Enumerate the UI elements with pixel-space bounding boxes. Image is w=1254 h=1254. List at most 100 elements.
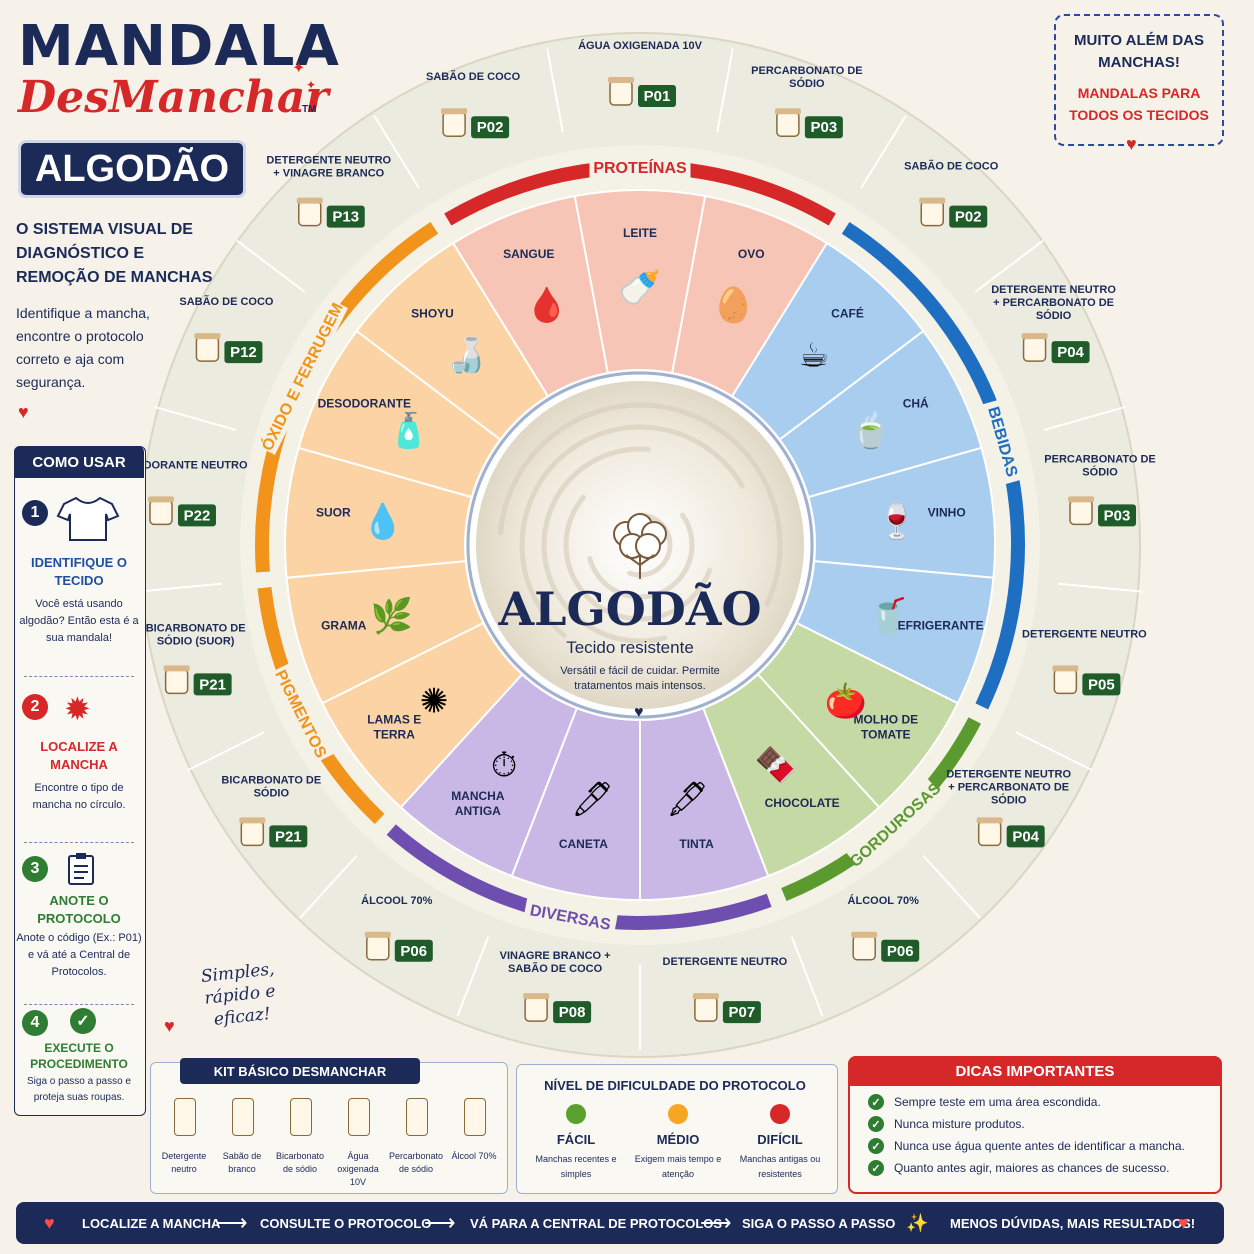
germ-icon: ✹ — [64, 691, 91, 727]
product-bottle-icon — [232, 1098, 254, 1136]
stain-label-line: VINHO — [928, 506, 966, 520]
product-jar-icon — [164, 668, 189, 695]
kit-title: KIT BÁSICO DESMANCHAR — [180, 1058, 420, 1084]
protocol-label: ÁLCOOL 70% — [848, 894, 920, 907]
product-lid — [692, 993, 719, 1000]
step-title: LOCALIZE A MANCHA — [40, 739, 118, 772]
footer-step: LOCALIZE A MANCHA — [82, 1215, 221, 1231]
stain-label-line: CAFÉ — [831, 305, 864, 320]
protocol-label: SABÃO DE COCO — [426, 70, 521, 83]
kit-panel — [150, 1062, 508, 1194]
stain-icon: 🌿 — [371, 597, 413, 637]
stain-label-line: GRAMA — [321, 618, 367, 632]
protocol-code-badge — [638, 85, 676, 107]
product-jar-icon — [1053, 668, 1078, 695]
stain-label: SANGUE — [503, 247, 554, 261]
protocol-code-badge — [804, 116, 843, 139]
protocol-label-line: SABÃO DE COCO — [426, 70, 521, 83]
stain-icon: 🍼 — [619, 268, 661, 308]
stain-label-line: DESODORANTE — [318, 397, 411, 411]
product-jar-icon — [977, 820, 1002, 847]
protocol-label-line: ÁLCOOL 70% — [848, 894, 920, 907]
heart-icon: ♥ — [1126, 134, 1137, 154]
stain-icon: ⏱ — [491, 745, 518, 785]
protocol-code: P04 — [1057, 344, 1084, 361]
stain-label-line: SUOR — [316, 506, 351, 520]
difficulty-dot — [668, 1104, 688, 1124]
protocol-code-badge — [224, 341, 263, 364]
tip-item: ✓Quanto antes agir, maiores as chances d… — [868, 1160, 1170, 1176]
protocol-code-badge — [177, 504, 216, 527]
stain-icon: 🍷 — [876, 502, 918, 542]
clipboard-icon — [68, 853, 94, 885]
step-desc: Siga o passo a passo e proteja suas roup… — [27, 1076, 131, 1103]
protocol-label-line: VINAGRE BRANCO + — [500, 950, 611, 962]
check-icon: ✓ — [868, 1138, 884, 1154]
protocol-label: DETERGENTE NEUTRO+ VINAGRE BRANCO — [266, 155, 391, 180]
product-lid — [608, 77, 634, 83]
kit-item-label: Álcool 70% — [451, 1151, 497, 1161]
stain-label: LEITE — [623, 226, 657, 240]
product-lid — [1021, 333, 1048, 340]
step-number: 3 — [22, 856, 48, 882]
stain-label-line: SHOYU — [411, 306, 454, 320]
protocol-label-line: + PERCARBONATO DE — [993, 297, 1114, 309]
protocol-code: P21 — [275, 828, 302, 845]
protocol-code-badge — [471, 116, 510, 139]
product-lid — [976, 817, 1003, 824]
difficulty-name: DIFÍCIL — [757, 1132, 803, 1147]
product-lid — [296, 197, 323, 204]
protocol-code: P03 — [811, 119, 838, 136]
step-number: 4 — [22, 1010, 48, 1036]
protocol-divider — [1043, 405, 1126, 432]
protocol-label-line: PERCARBONATO DE — [1044, 453, 1155, 465]
product-bottle-icon — [290, 1098, 312, 1136]
category-label-bg — [589, 156, 691, 178]
fabric-fold — [563, 494, 713, 622]
protocol-label: DETERGENTE NEUTRO — [663, 956, 788, 968]
arrow-right-icon: ⟶ — [424, 1210, 456, 1235]
top-right-line2: MANDALAS PARA TODOS OS TECIDOS — [1069, 85, 1209, 123]
kit-item-label: Detergente neutro — [161, 1151, 207, 1174]
protocol-code: P04 — [1012, 828, 1039, 845]
protocol-divider — [922, 854, 981, 919]
stain-label-line: CANETA — [559, 837, 608, 851]
product-lid — [523, 993, 550, 1000]
heart-icon: ♥ — [634, 704, 644, 721]
title-desmanchar: DesManchar — [18, 72, 329, 123]
protocol-code: P07 — [729, 1004, 756, 1021]
protocol-divider — [1058, 582, 1143, 593]
protocol-code-badge — [326, 205, 365, 228]
protocol-label-line: ÁGUA OXIGENADA 10V — [578, 39, 703, 52]
protocol-code-badge — [722, 1001, 761, 1024]
product-jar-icon — [1022, 336, 1047, 362]
product-jar-icon — [149, 499, 173, 526]
protocol-code-badge — [269, 825, 308, 848]
stain-label-line: REFRIGERANTE — [889, 618, 984, 632]
protocol-label-line: SÓDIO — [254, 786, 290, 799]
protocol-code-badge — [881, 939, 920, 962]
center-title: ALGODÃO — [498, 582, 762, 636]
step-number: 1 — [22, 500, 48, 526]
footer-bar — [16, 1202, 1224, 1244]
fabric-fold — [627, 512, 673, 578]
stain-label: SHOYU — [411, 306, 454, 320]
difficulty-dot — [770, 1104, 790, 1124]
stain-label-line: LAMAS E — [367, 713, 421, 727]
protocol-label-line: DETERGENTE NEUTRO — [663, 956, 788, 968]
stain-icon: 🩸 — [526, 285, 568, 325]
intro-subtitle: O SISTEMA VISUAL DE DIAGNÓSTICO E REMOÇÃ… — [16, 221, 213, 286]
protocol-code: P08 — [559, 1004, 586, 1021]
protocol-label: SABÃO DE COCO — [904, 160, 999, 173]
stain-label-line: MANCHA — [451, 789, 505, 803]
check-icon: ✓ — [868, 1116, 884, 1132]
protocol-divider — [187, 731, 265, 771]
protocol-label-line: + PERCARBONATO DE — [948, 781, 1069, 793]
stain-label-line: CHÁ — [903, 396, 929, 411]
stain-label-line: TOMATE — [861, 728, 911, 742]
stain-label: CANETA — [559, 837, 608, 851]
stain-icon: ✺ — [420, 681, 449, 721]
